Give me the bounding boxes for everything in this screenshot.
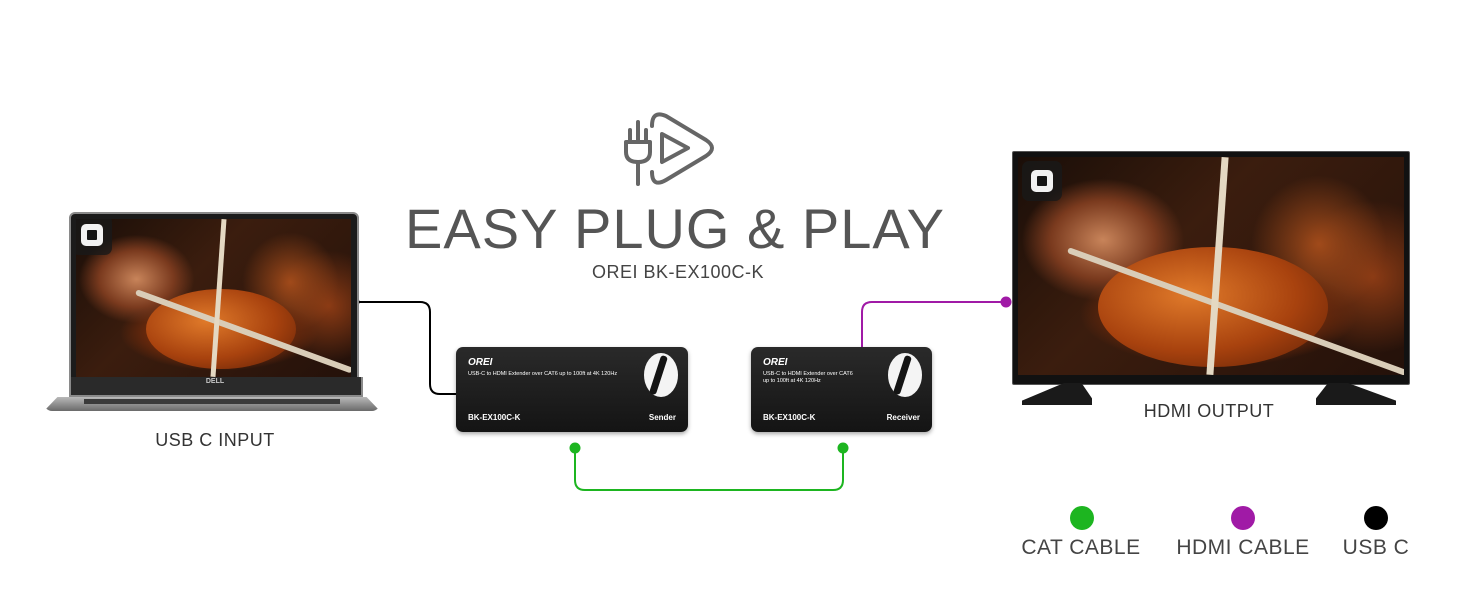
laptop-screen <box>76 219 351 377</box>
laptop: DELL <box>44 212 382 420</box>
receiver-role: Receiver <box>886 413 920 422</box>
orei-emblem-icon <box>888 353 922 397</box>
hdmi-cable <box>861 301 1006 350</box>
laptop-chin <box>69 377 363 397</box>
cat-sender-dot <box>569 442 581 454</box>
usb-c-input-label: USB C INPUT <box>155 430 275 450</box>
square-badge-icon <box>1022 161 1062 201</box>
laptop-brand: DELL <box>205 378 225 385</box>
sender-box: OREI USB-C to HDMI Extender over CAT6 up… <box>456 347 688 432</box>
legend-hdmi-label: HDMI CABLE <box>1176 536 1310 559</box>
sender-model: BK-EX100C-K <box>468 413 521 422</box>
sender-role: Sender <box>648 413 676 422</box>
receiver-description-line2: up to 100ft at 4K 120Hz <box>763 378 821 384</box>
sender-brand: OREI <box>468 357 493 368</box>
tv-stand-right <box>1316 383 1396 405</box>
page-subtitle: OREI BK-EX100C-K <box>591 262 765 282</box>
legend-hdmi-dot <box>1231 506 1255 530</box>
hdmi-connector-dot <box>1000 296 1012 308</box>
cat-receiver-dot <box>837 442 849 454</box>
orei-emblem-icon <box>644 353 678 397</box>
page-title: EASY PLUG & PLAY <box>405 197 945 260</box>
sender-description: USB-C to HDMI Extender over CAT6 up to 1… <box>468 371 618 377</box>
cat-cable <box>574 448 844 491</box>
usb-c-cable <box>354 301 458 395</box>
legend-cat-dot <box>1070 506 1094 530</box>
tv-stand-left <box>1022 383 1092 405</box>
receiver-box: OREI USB-C to HDMI Extender over CAT6 up… <box>751 347 932 432</box>
legend-usb-c-dot <box>1364 506 1388 530</box>
receiver-model: BK-EX100C-K <box>763 413 816 422</box>
plug-play-icon <box>624 112 714 186</box>
legend-cat-label: CAT CABLE <box>1021 536 1141 559</box>
tv-screen <box>1018 157 1404 375</box>
legend-usb-c-label: USB C <box>1342 536 1410 559</box>
square-badge-icon <box>76 219 112 255</box>
tv <box>1012 151 1410 405</box>
receiver-description-line1: USB-C to HDMI Extender over CAT6 <box>763 371 853 377</box>
hdmi-output-label: HDMI OUTPUT <box>1143 401 1275 421</box>
receiver-brand: OREI <box>763 357 788 368</box>
